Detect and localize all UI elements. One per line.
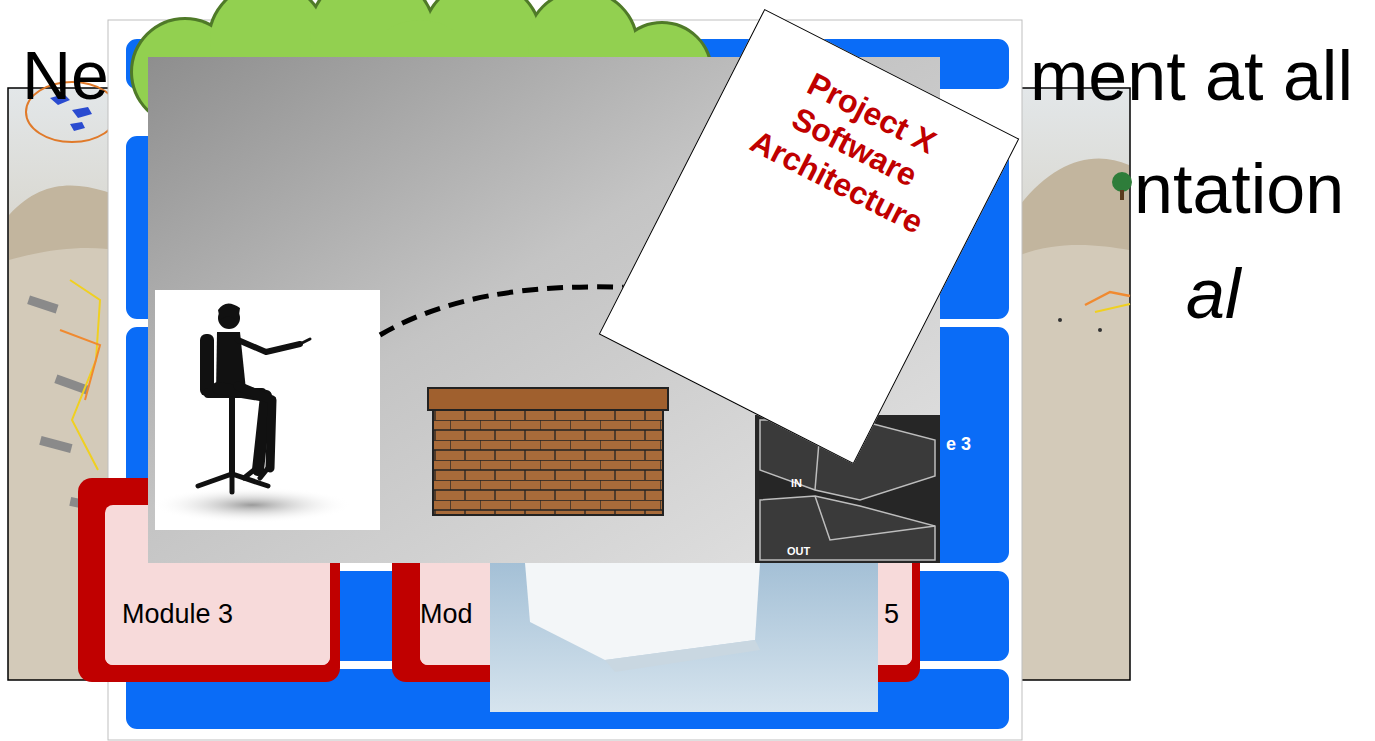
manager-silhouette [229,398,235,476]
manager-silhouette [218,303,240,322]
brick-wall [428,388,668,515]
landscape-photo [1112,172,1132,192]
manager-silhouette [238,340,300,352]
module-box: 5 [878,563,912,665]
document-title: Project X Software Architecture [723,43,986,253]
module-name: Mod [420,598,473,630]
brick-wall [433,410,663,515]
manager-silhouette [218,388,266,470]
blue-photo [605,640,760,672]
in-out-icon [815,496,935,540]
manager-silhouette [200,334,214,396]
in-out-icon [760,496,935,560]
slide-text: Ne [22,41,109,109]
icon-label: OUT [787,546,810,557]
manager-silhouette [238,386,272,468]
landscape-photo [39,436,72,453]
slide-text: ment at all [1030,41,1353,111]
landscape-photo [27,296,58,314]
landscape-photo [1058,318,1062,322]
blue-photo [490,563,878,712]
landscape-photo [1085,292,1130,305]
landscape-photo [70,280,100,470]
layer-bar: e 3 [940,328,1008,562]
blue-photo [490,563,878,712]
manager-silhouette [198,474,268,492]
landscape-photo [1120,190,1124,200]
slide-text: al [1186,259,1240,329]
manager-silhouette [300,339,310,344]
manager-silhouette [244,468,268,478]
module-name: 5 [884,598,899,630]
module-name: Module 3 [122,598,233,630]
manager-silhouette [152,290,380,530]
landscape-photo [1098,328,1102,332]
module-box: Mod [420,563,490,665]
slide-text: ntation [1134,154,1344,224]
landscape-photo [1095,304,1130,312]
manager-silhouette [152,487,352,523]
landscape-photo [60,330,100,400]
icon-label: IN [791,478,802,489]
layer-name: e 3 [946,434,971,456]
module-box: Module 3 [105,563,330,665]
brick-wall [428,388,668,410]
